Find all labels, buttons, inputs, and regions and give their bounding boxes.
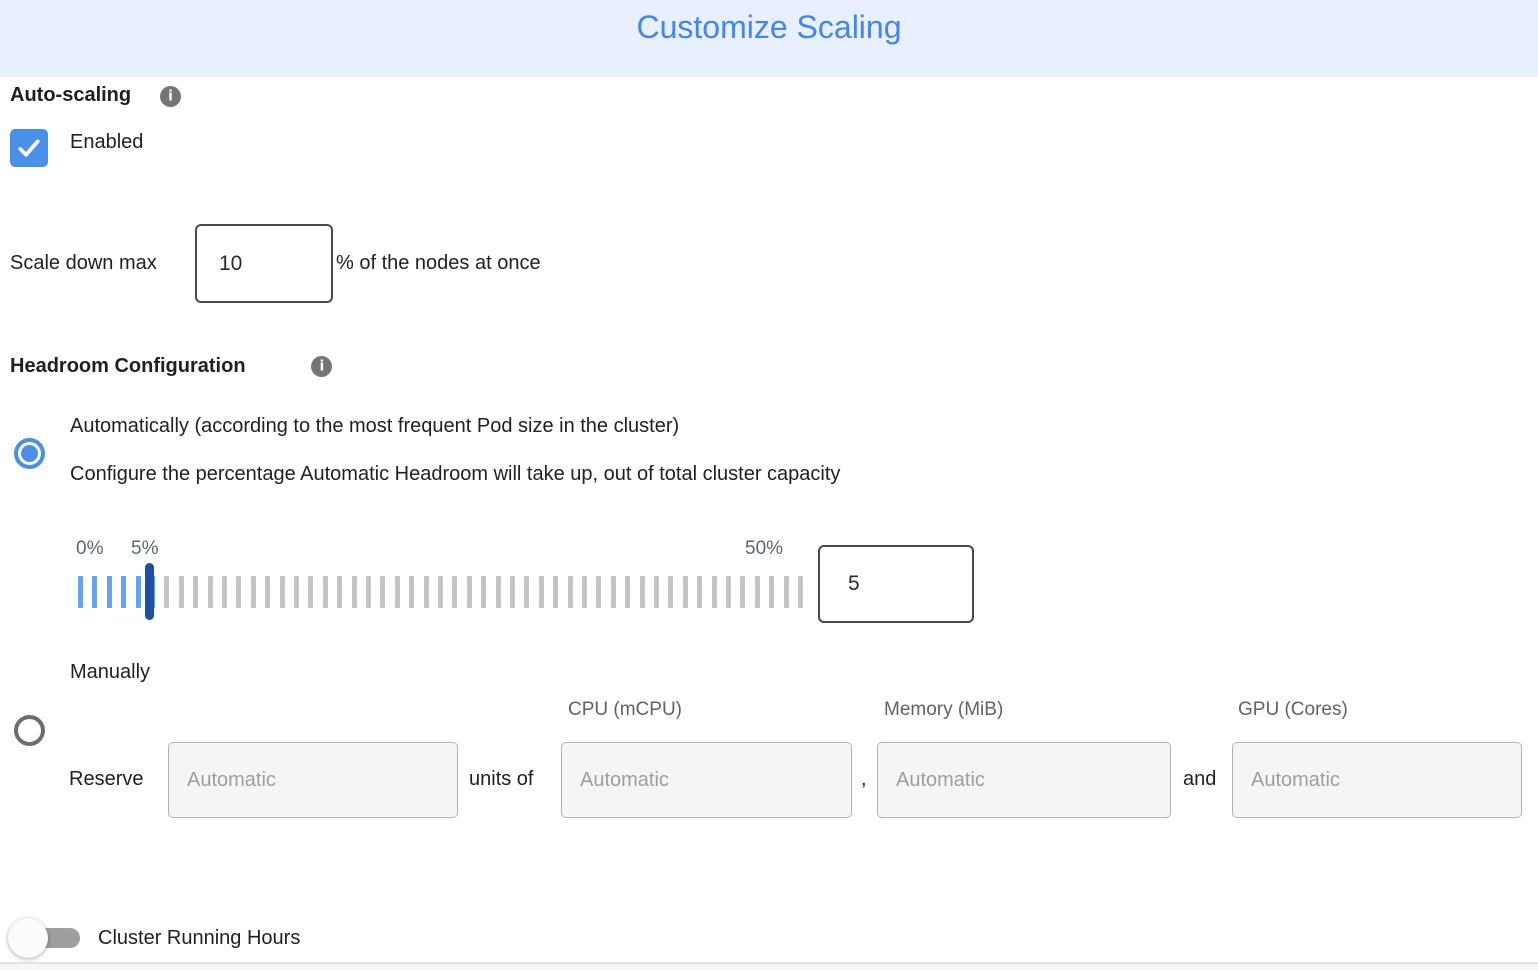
cpu-column-header: CPU (mCPU) [568,699,682,720]
slider-tick [481,576,487,608]
slider-tick [754,576,760,608]
headroom-automatic-label[interactable]: Automatically (according to the most fre… [70,415,680,437]
slider-tick [337,576,343,608]
cluster-running-hours-label: Cluster Running Hours [98,927,301,949]
slider-tick [567,576,573,608]
units-of-label: units of [469,768,534,790]
slider-tick [769,576,775,608]
reserve-amount-input[interactable] [168,742,458,818]
page-title: Customize Scaling [636,9,902,45]
slider-tick [726,576,731,608]
scale-down-suffix-label: % of the nodes at once [336,252,541,274]
slider-tick [668,576,674,608]
headroom-configuration-label: Headroom Configuration [10,355,246,377]
bottom-strip [0,964,1538,970]
slider-tick [250,576,256,608]
slider-tick [466,576,472,608]
slider-tick [409,576,415,608]
slider-tick [697,576,703,608]
slider-tick [178,576,184,608]
slider-tick [596,576,602,608]
slider-tick [193,576,199,608]
slider-tick [423,576,429,608]
headroom-percentage-input[interactable] [818,545,974,623]
slider-tick [366,576,371,608]
checkmark-icon [18,139,40,157]
slider-tick [798,576,803,608]
slider-tick [495,576,501,608]
slider-tick [164,576,170,608]
reserve-memory-input[interactable] [877,742,1171,818]
slider-max-label: 50% [745,538,784,559]
slider-tick [78,576,83,608]
headroom-automatic-description: Configure the percentage Automatic Headr… [70,463,841,485]
slider-tick [510,576,515,608]
slider-tick [452,576,458,608]
headroom-automatic-radio[interactable] [14,438,45,469]
slider-tick [380,576,386,608]
and-label: and [1183,768,1217,790]
slider-tick [322,576,328,608]
slider-tick [207,576,213,608]
slider-tick [582,576,587,608]
scale-down-max-input[interactable] [195,224,333,303]
slider-min-label: 0% [76,538,104,559]
slider-tick [279,576,285,608]
slider-tick [438,576,443,608]
bottom-divider [0,962,1538,964]
slider-tick [740,576,746,608]
slider-tick [92,576,98,608]
slider-tick [711,576,717,608]
headroom-slider[interactable] [78,563,818,620]
headroom-slider-handle[interactable] [145,563,154,620]
slider-tick [308,576,314,608]
headroom-info-icon[interactable] [311,356,333,377]
auto-scaling-label: Auto-scaling [10,84,132,106]
slider-tick [121,576,127,608]
slider-tick [553,576,559,608]
slider-tick [524,576,530,608]
toggle-knob[interactable] [8,918,48,958]
slider-tick [135,576,141,608]
scale-down-prefix-label: Scale down max [10,252,157,274]
cluster-running-hours-toggle[interactable] [8,918,80,958]
reserve-label: Reserve [69,768,144,790]
headroom-manually-radio[interactable] [14,715,45,746]
auto-scaling-enabled-checkbox[interactable] [10,129,48,167]
slider-tick [294,576,299,608]
slider-tick [610,576,616,608]
slider-tick [783,576,789,608]
slider-tick [222,576,227,608]
memory-column-header: Memory (MiB) [884,699,1004,720]
comma-separator: , [861,768,867,790]
enabled-label[interactable]: Enabled [70,131,144,153]
dialog-header: Customize Scaling [0,0,1538,77]
slider-tick [682,576,688,608]
slider-tick [351,576,357,608]
slider-tick [106,576,112,608]
slider-tick [639,576,645,608]
headroom-manually-label[interactable]: Manually [70,661,151,683]
slider-tick [236,576,242,608]
reserve-cpu-input[interactable] [561,742,852,818]
slider-tick [394,576,400,608]
auto-scaling-info-icon[interactable] [160,86,181,107]
slider-tick [538,576,544,608]
slider-tick [654,576,659,608]
slider-current-label: 5% [131,538,159,559]
slider-tick [265,576,271,608]
gpu-column-header: GPU (Cores) [1238,699,1348,720]
slider-tick [625,576,631,608]
reserve-gpu-input[interactable] [1232,742,1522,818]
